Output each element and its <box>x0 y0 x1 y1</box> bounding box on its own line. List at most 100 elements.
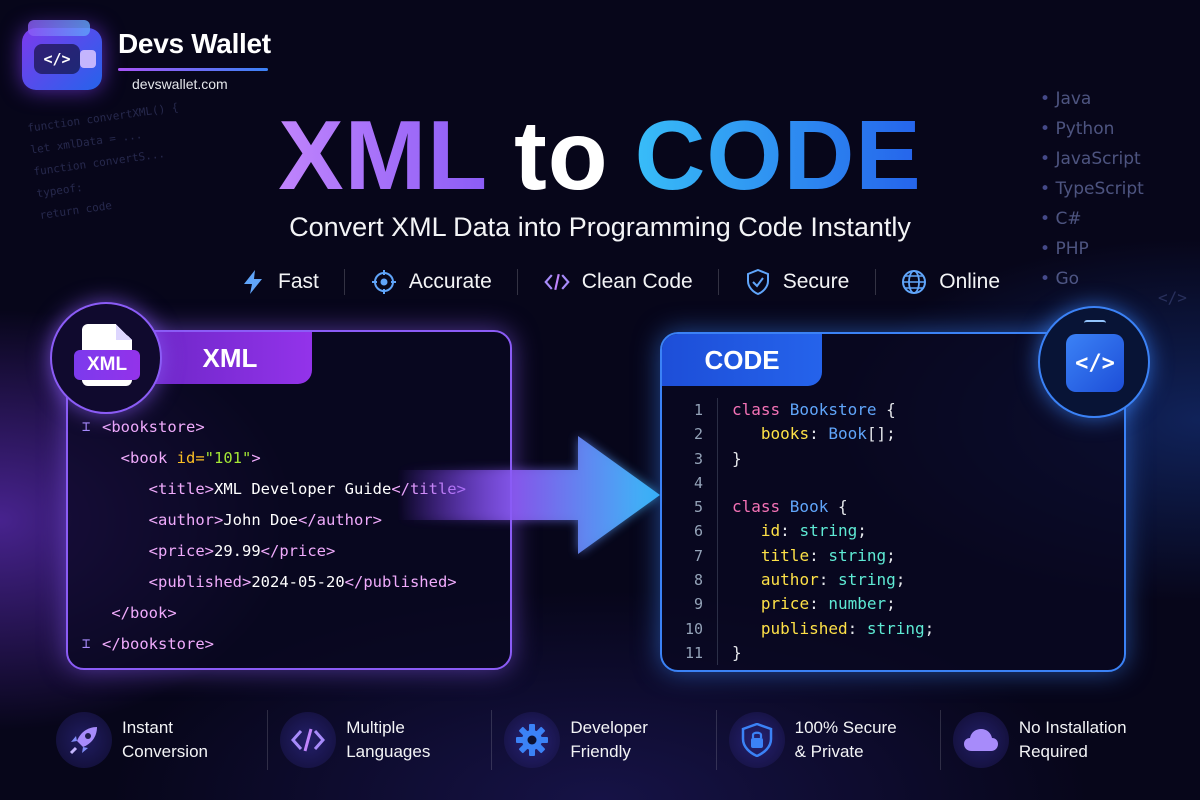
code-token: id <box>760 521 781 541</box>
xml-token: <published> <box>148 573 252 591</box>
xml-token <box>102 567 149 598</box>
line-number: 8 <box>662 568 718 593</box>
feature-label: Fast <box>278 270 319 293</box>
xml-token: XML Developer Guide <box>214 480 392 498</box>
benefit-text: Multiple Languages <box>346 716 430 764</box>
fold-marker: ⌶ <box>82 636 91 652</box>
benefit-line: Friendly <box>570 742 631 761</box>
gear-icon <box>504 712 561 768</box>
code-token: } <box>732 642 742 662</box>
xml-token: "101" <box>204 449 252 467</box>
feature-fast: Fast <box>240 269 319 295</box>
xml-token: John Doe <box>223 511 298 529</box>
benefit-line: & Private <box>794 742 864 761</box>
code-token: ; <box>857 521 867 541</box>
code-token: : <box>809 594 829 614</box>
code-token: : <box>809 545 829 565</box>
xml-token: <bookstore> <box>102 418 205 436</box>
fold-marker <box>82 474 102 505</box>
code-token: ; <box>886 594 896 614</box>
benefit-line: 100% Secure <box>794 718 897 737</box>
ghost-code-tag: </> <box>1158 288 1187 307</box>
code-line: 7 title: string; <box>662 543 1122 569</box>
code-tab[interactable]: CODE <box>662 334 822 386</box>
code-token: ; <box>895 570 906 590</box>
xml-token: </bookstore> <box>102 635 214 653</box>
xml-token <box>102 598 111 629</box>
xml-token: <title> <box>148 480 214 498</box>
code-token: published <box>760 618 848 638</box>
benefit-text: 100% Secure & Private <box>795 716 897 764</box>
benefit-line: Developer <box>570 718 648 737</box>
brand-logo[interactable]: </> Devs Wallet devswallet.com <box>14 20 284 100</box>
fold-marker: ⌶ <box>82 419 91 435</box>
xml-token: 29.99 <box>214 542 261 560</box>
benefit-developer-friendly: Developer Friendly <box>492 705 715 775</box>
xml-token: <author> <box>148 511 224 529</box>
code-line: 2 books: Book[]; <box>662 422 1122 447</box>
rocket-icon <box>56 712 112 768</box>
title-code: CODE <box>634 100 922 210</box>
benefit-line: No Installation <box>1018 718 1127 737</box>
divider <box>344 269 346 295</box>
brand-underline <box>118 68 268 71</box>
feature-online: Online <box>901 269 1000 295</box>
benefit-instant-conversion: Instant Conversion <box>44 705 267 775</box>
code-brackets-icon <box>280 712 337 768</box>
title-xml: XML <box>278 100 489 210</box>
divider <box>718 269 720 295</box>
feature-label: Online <box>939 270 1000 293</box>
xml-code-line: ⌶ </bookstore> <box>82 629 502 660</box>
fold-marker <box>82 536 102 567</box>
xml-token <box>102 443 121 474</box>
code-token: string <box>866 618 925 638</box>
language-item: C# <box>1040 204 1180 234</box>
code-token: class <box>732 400 790 419</box>
globe-icon <box>901 269 927 295</box>
xml-token <box>102 474 149 505</box>
code-line: 6 id: string; <box>662 519 1122 544</box>
code-icon: </> <box>1038 306 1150 418</box>
wallet-clasp <box>80 50 96 68</box>
code-token <box>732 422 761 446</box>
code-line: 11} <box>662 640 1122 666</box>
language-list: Java Python JavaScript TypeScript C# PHP… <box>1040 84 1180 294</box>
benefit-line: Required <box>1018 742 1088 761</box>
line-number: 1 <box>662 398 718 423</box>
fold-marker <box>82 505 102 536</box>
xml-code-line: </book> <box>82 598 502 629</box>
line-number: 10 <box>662 616 718 641</box>
benefit-line: Instant <box>122 718 174 737</box>
benefit-line: Languages <box>346 742 431 761</box>
xml-token: </price> <box>260 542 336 560</box>
code-token: number <box>828 594 887 614</box>
code-token: : <box>780 521 800 541</box>
xml-token: </book> <box>111 604 177 622</box>
code-token <box>732 519 761 543</box>
line-number: 6 <box>662 519 718 544</box>
line-number: 4 <box>662 470 718 496</box>
lightning-icon <box>240 269 266 295</box>
code-line: 10 published: string; <box>662 616 1122 641</box>
feature-clean-code: Clean Code <box>544 269 693 295</box>
code-token: Book <box>828 424 867 444</box>
code-token: string <box>837 570 896 590</box>
code-token: { <box>828 497 848 517</box>
code-line: 8 author: string; <box>662 568 1122 593</box>
brand-url[interactable]: devswallet.com <box>132 76 228 92</box>
divider <box>715 710 717 770</box>
xml-code-line: <price>29.99</price> <box>82 536 502 567</box>
language-item: Go <box>1040 264 1180 294</box>
feature-label: Clean Code <box>581 270 693 293</box>
feature-accurate: Accurate <box>371 269 492 295</box>
xml-token: <price> <box>148 542 214 560</box>
language-item: Java <box>1040 84 1180 114</box>
code-token: { <box>876 400 896 419</box>
target-icon <box>371 269 397 295</box>
line-number: 3 <box>662 446 718 471</box>
code-token: ; <box>886 545 896 565</box>
language-item: TypeScript <box>1040 174 1180 204</box>
code-glyph: </> <box>34 44 80 74</box>
code-token: Bookstore <box>789 400 877 419</box>
